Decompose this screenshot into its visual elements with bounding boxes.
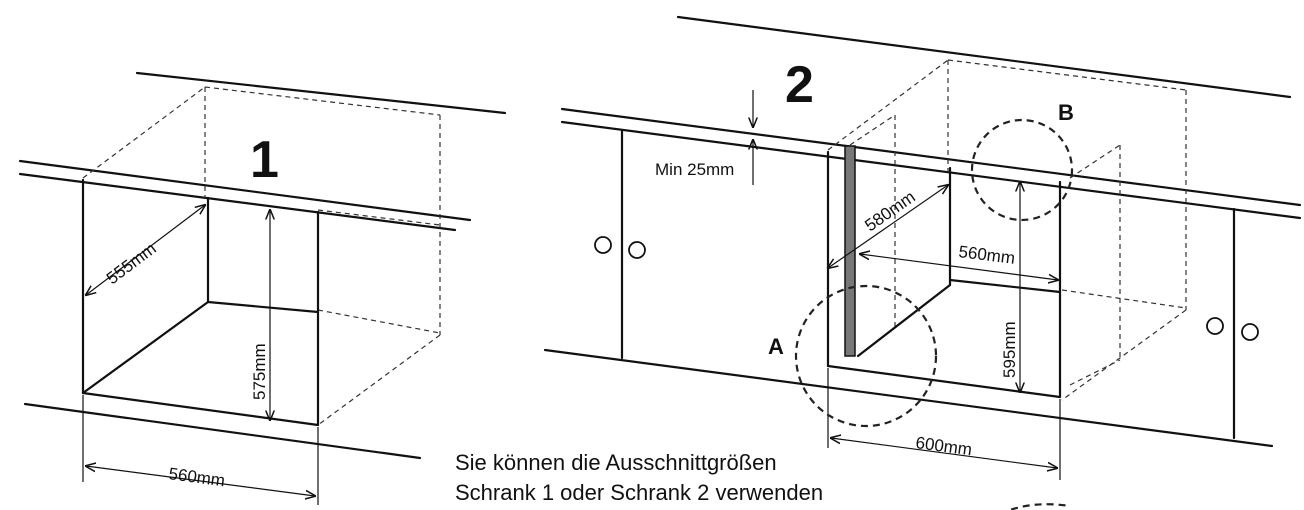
right-door-knob-2 <box>1241 323 1259 341</box>
caption-line-1: Sie können die Ausschnittgrößen <box>455 450 777 475</box>
detail-label-a: A <box>768 334 784 359</box>
left-door-knob-2 <box>628 241 646 259</box>
cabinet-2-height-label: 595mm <box>1000 321 1019 378</box>
cabinet-2-number: 2 <box>785 56 814 114</box>
caption-line-2: Schrank 1 oder Schrank 2 verwenden <box>455 480 823 505</box>
cabinet-2-width-label: 600mm <box>914 433 973 459</box>
cabinet-2-top-rail <box>676 15 1292 99</box>
cabinet-1-width-label: 560mm <box>167 464 226 490</box>
cabinet-2-front-edge-lower <box>560 120 1302 220</box>
detail-circle-b <box>970 118 1074 222</box>
detail-circle-a <box>794 284 938 428</box>
cabinet-1-front-edge-upper <box>18 159 472 222</box>
cabinet-2-front-edge-upper <box>560 107 1302 207</box>
right-door-knob-1 <box>1206 317 1224 335</box>
cabinet-1-top-rail <box>135 71 507 115</box>
cabinet-1-front-edge-lower <box>18 172 457 232</box>
cabinet-1-floor-rail <box>23 402 422 460</box>
cabinet-1-depth-label: 555mm <box>103 239 160 288</box>
cabinet-1-height-label: 575mm <box>250 343 269 400</box>
cabinet-2-top-gap-label: Min 25mm <box>655 160 734 179</box>
left-door-knob-1 <box>594 236 612 254</box>
cabinet-2-floor-rail <box>543 348 1274 448</box>
cabinet-1-number: 1 <box>250 131 279 189</box>
cabinet-2-drawing: 2 Min 25mm 580mm 560mm 595mm 600mm A B <box>543 15 1302 480</box>
cabinet-1-drawing: 1 555mm 575mm 560mm <box>18 71 507 505</box>
cabinet-2-inner-width-label: 560mm <box>958 242 1017 268</box>
partial-detail-circle <box>1006 503 1071 510</box>
detail-label-b: B <box>1058 100 1074 125</box>
